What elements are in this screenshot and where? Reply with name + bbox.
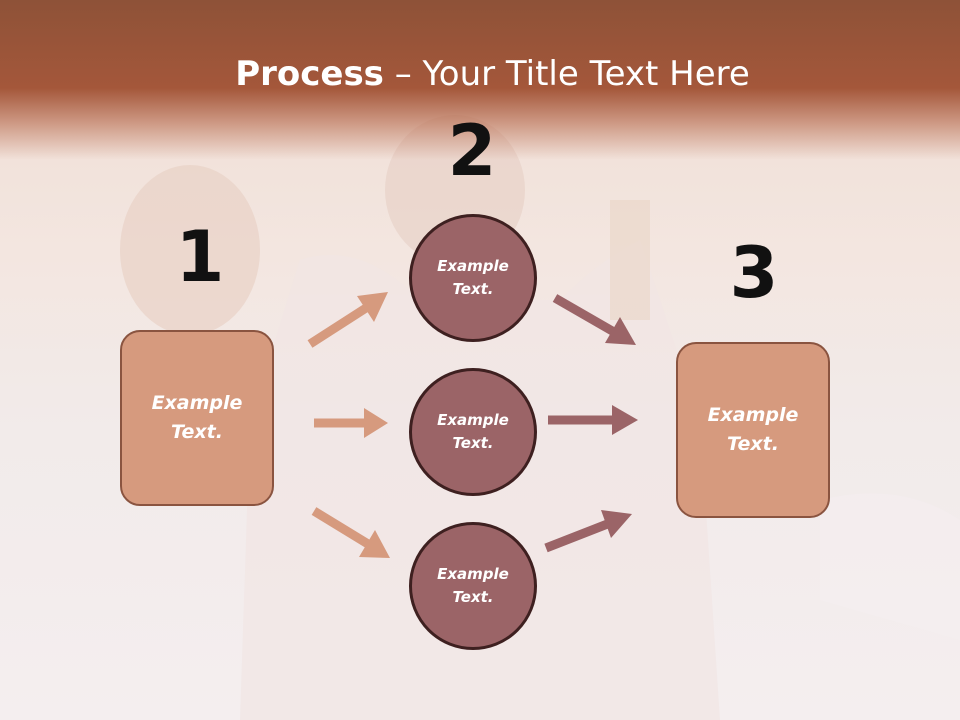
step-number-3: 3 (729, 232, 779, 314)
header-band (0, 0, 960, 160)
process-circle-top-text: Example Text. (437, 257, 509, 298)
process-circle-middle-text: Example Text. (437, 411, 509, 452)
process-circle-bottom-text: Example Text. (437, 565, 509, 606)
title-rest: – Your Title Text Here (383, 54, 750, 94)
step-box-1: Example Text. (120, 330, 274, 506)
step-box-3-text: Example Text. (707, 404, 799, 455)
process-circle-top: Example Text. (409, 214, 537, 342)
process-circle-bottom: Example Text. (409, 522, 537, 650)
process-circle-middle: Example Text. (409, 368, 537, 496)
step-number-1: 1 (175, 216, 225, 298)
slide-title: Process – Your Title Text Here (0, 52, 960, 96)
step-box-3: Example Text. (676, 342, 830, 518)
step-number-2: 2 (447, 110, 497, 192)
title-bold: Process (235, 54, 384, 94)
step-box-1-text: Example Text. (151, 392, 243, 443)
